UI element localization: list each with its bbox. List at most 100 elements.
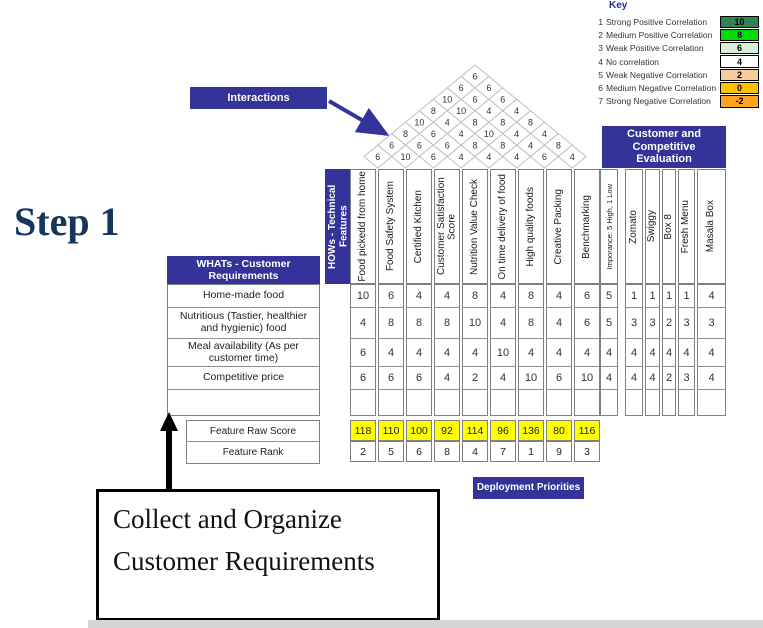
roof-cell-value: 4 bbox=[514, 129, 519, 139]
importance-cell: 4 bbox=[601, 367, 617, 390]
whats-header: WHATs - Customer Requirements bbox=[167, 256, 320, 284]
evaluation-cell: 3 bbox=[698, 308, 725, 339]
raw-score-cell: 136 bbox=[518, 420, 544, 441]
technical-feature-label: Benchmarking bbox=[580, 194, 592, 259]
competitor-column: Box 8 bbox=[662, 169, 676, 284]
importance-column-header: Imporance: 5 High, 1 Low bbox=[600, 169, 618, 284]
roof-cell-value: 4 bbox=[459, 129, 464, 139]
roof-cell-value: 6 bbox=[500, 95, 505, 105]
importance-cell: 5 bbox=[601, 308, 617, 339]
collect-note-text: Collect and Organize Customer Requiremen… bbox=[113, 504, 375, 576]
evaluation-cell bbox=[679, 390, 694, 415]
matrix-cell bbox=[547, 390, 571, 415]
matrix-cell: 4 bbox=[547, 339, 571, 367]
technical-feature-column: Food Safety System bbox=[378, 169, 404, 284]
key-row-label: Strong Positive Correlation bbox=[606, 16, 708, 27]
rank-cell: 6 bbox=[406, 441, 432, 462]
roof-cell-value: 4 bbox=[570, 152, 575, 162]
matrix-cell: 6 bbox=[351, 367, 375, 390]
key-row-number: 5 bbox=[598, 69, 603, 80]
evaluation-cell: 4 bbox=[626, 367, 642, 390]
importance-header-text: Imporance: 5 High, 1 Low bbox=[604, 183, 614, 270]
roof-cell-value: 8 bbox=[500, 117, 505, 127]
deployment-priorities-label: Deployment Priorities bbox=[473, 477, 584, 499]
roof-cell-value: 4 bbox=[542, 129, 547, 139]
technical-feature-columns: Food pickedd from home Food Safety System… bbox=[350, 169, 600, 284]
evaluation-cell: 4 bbox=[698, 285, 725, 308]
roof-cell-value: 6 bbox=[459, 83, 464, 93]
customer-requirement: Meal availability (As per customer time) bbox=[168, 339, 319, 367]
technical-feature-column: Food pickedd from home bbox=[350, 169, 376, 284]
key-row-label: Strong Negative Correlation bbox=[606, 96, 711, 107]
key-row-number: 2 bbox=[598, 29, 603, 40]
hows-header-text: HOWs - Technical Features bbox=[327, 184, 350, 269]
matrix-cell bbox=[407, 390, 431, 415]
competitor-label: Masala Box bbox=[705, 200, 717, 253]
rank-cell: 4 bbox=[462, 441, 488, 462]
matrix-cell: 10 bbox=[491, 339, 515, 367]
evaluation-cell bbox=[626, 390, 642, 415]
evaluation-cell bbox=[646, 390, 659, 415]
evaluation-cell: 4 bbox=[679, 339, 694, 367]
roof-cell-value: 10 bbox=[414, 117, 424, 127]
key-color-swatch: 10 bbox=[720, 15, 759, 28]
matrix-cell: 4 bbox=[379, 339, 403, 367]
technical-feature-column: Creative Packing bbox=[546, 169, 572, 284]
matrix-cell bbox=[435, 390, 459, 415]
matrix-cell: 4 bbox=[575, 339, 599, 367]
technical-feature-label: Food Safety System bbox=[384, 181, 396, 272]
roof-cell-value: 6 bbox=[417, 140, 422, 150]
customer-requirement: Home-made food bbox=[168, 285, 319, 308]
roof-cell-value: 4 bbox=[528, 140, 533, 150]
customer-requirement: Competitive price bbox=[168, 367, 319, 390]
evaluation-cell: 3 bbox=[626, 308, 642, 339]
key-color-swatch: 6 bbox=[720, 42, 759, 55]
evaluation-cell: 4 bbox=[698, 339, 725, 367]
technical-feature-label: Creative Packing bbox=[552, 188, 564, 265]
evaluation-cell: 3 bbox=[679, 308, 694, 339]
raw-score-cell: 116 bbox=[574, 420, 600, 441]
key-row-label: Weak Negative Correlation bbox=[606, 69, 708, 80]
roof-cell-value: 8 bbox=[431, 106, 436, 116]
technical-feature-label: Certified Kitchen bbox=[412, 189, 424, 264]
roof-cell-value: 4 bbox=[445, 117, 450, 127]
interactions-label: Interactions bbox=[190, 87, 327, 109]
evaluation-cell: 3 bbox=[646, 308, 659, 339]
evaluation-cell: 4 bbox=[626, 339, 642, 367]
competitor-column: Masala Box bbox=[697, 169, 726, 284]
evaluation-cell: 4 bbox=[646, 367, 659, 390]
matrix-cell: 4 bbox=[491, 308, 515, 339]
step-title: Step 1 bbox=[14, 199, 120, 244]
technical-feature-column: Certified Kitchen bbox=[406, 169, 432, 284]
evaluation-cell: 2 bbox=[663, 308, 675, 339]
matrix-cell: 6 bbox=[547, 367, 571, 390]
importance-cell: 4 bbox=[601, 339, 617, 367]
roof-cell-value: 4 bbox=[459, 152, 464, 162]
competitor-label: Fresh Menu bbox=[680, 199, 692, 254]
key-row-label: Medium Negative Correlation bbox=[606, 83, 717, 94]
matrix-cell: 4 bbox=[547, 285, 571, 308]
matrix-cell: 4 bbox=[407, 339, 431, 367]
competitor-column: Zomato bbox=[625, 169, 643, 284]
evaluation-cell: 4 bbox=[646, 339, 659, 367]
evaluation-cell: 1 bbox=[679, 285, 694, 308]
evaluation-cell: 1 bbox=[626, 285, 642, 308]
matrix-cell: 10 bbox=[351, 285, 375, 308]
key-color-swatch: 4 bbox=[720, 55, 759, 68]
key-color-swatch: -2 bbox=[720, 95, 759, 108]
evaluation-cell: 1 bbox=[646, 285, 659, 308]
